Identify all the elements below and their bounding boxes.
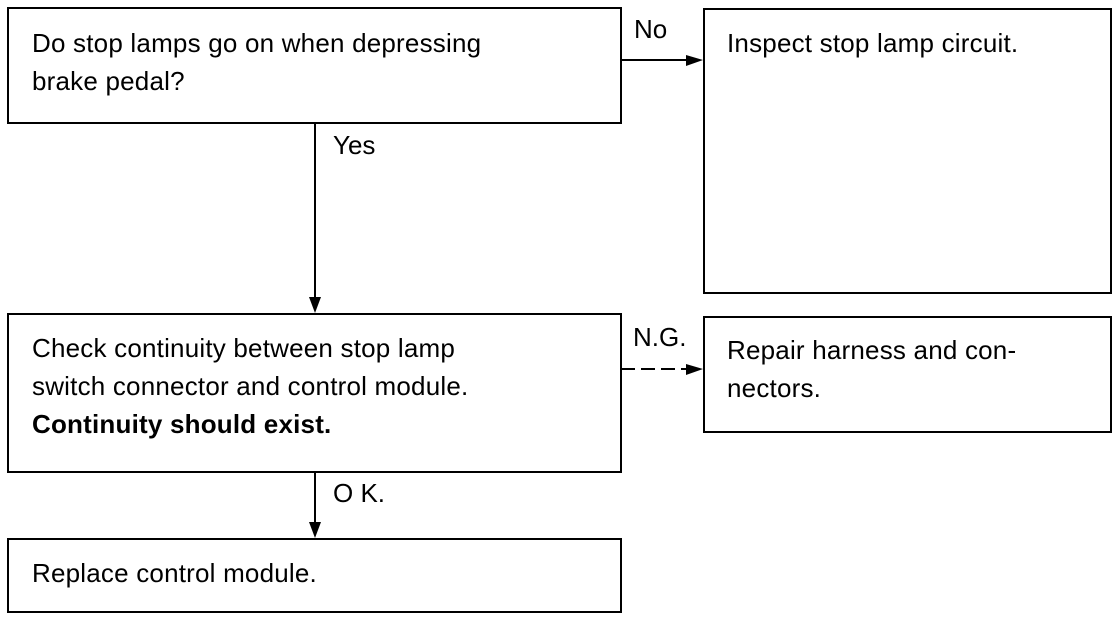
edge-label-no: No <box>634 14 668 44</box>
node-stop-lamp-question <box>7 7 622 124</box>
node-text-line: Repair harness and con- <box>727 335 1017 365</box>
node-text-line: Do stop lamps go on when depressing <box>32 28 482 58</box>
node-repair-harness-text: Repair harness and con- nectors. <box>727 331 1016 407</box>
node-inspect-circuit-text: Inspect stop lamp circuit. <box>727 24 1018 62</box>
edge-no-arrowhead <box>686 55 703 66</box>
node-text-line: Inspect stop lamp circuit. <box>727 28 1019 58</box>
node-text-line: Check continuity between stop lamp <box>32 333 456 363</box>
node-text-line: brake pedal? <box>32 66 185 96</box>
edge-ng-arrowhead <box>686 364 703 375</box>
node-emphasis-text: Continuity should exist. <box>32 409 332 439</box>
edge-label-ng: N.G. <box>633 322 687 352</box>
edge-ok-arrowhead <box>309 522 321 538</box>
node-text-line: nectors. <box>727 373 822 403</box>
edge-yes-arrowhead <box>309 297 321 313</box>
edge-label-ok: O K. <box>333 478 386 508</box>
node-inspect-circuit <box>703 8 1112 294</box>
node-check-continuity-text: Check continuity between stop lamp switc… <box>32 329 468 443</box>
node-replace-module <box>7 538 622 613</box>
node-check-continuity <box>7 313 622 473</box>
node-repair-harness <box>703 316 1112 433</box>
edge-label-yes: Yes <box>333 130 376 160</box>
node-replace-module-text: Replace control module. <box>32 554 317 592</box>
node-text-line: Replace control module. <box>32 558 317 588</box>
node-stop-lamp-question-text: Do stop lamps go on when depressing brak… <box>32 24 481 100</box>
node-text-line: switch connector and control module. <box>32 371 469 401</box>
